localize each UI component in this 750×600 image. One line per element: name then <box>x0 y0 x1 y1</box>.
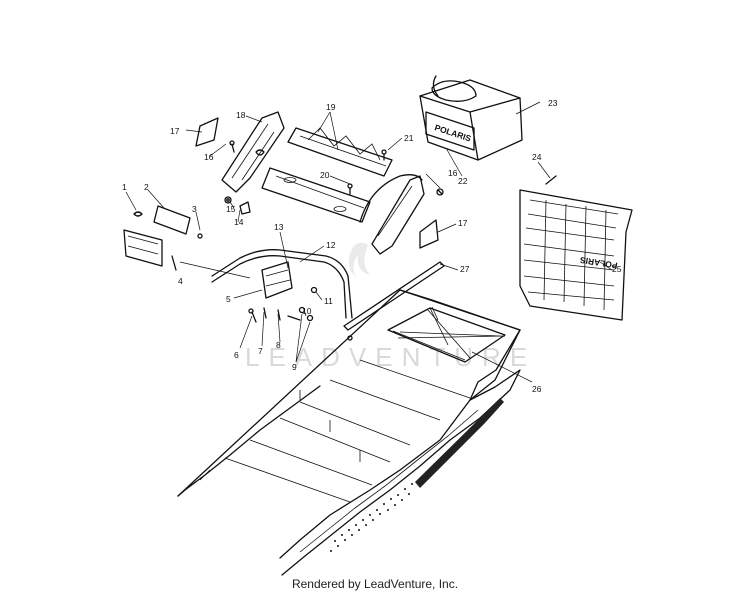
callout-10: 10 <box>302 306 312 316</box>
callout-22: 22 <box>458 176 468 186</box>
watermark-text: LEADVENTURE <box>245 342 536 372</box>
callout-16-left: 16 <box>204 152 214 162</box>
callout-16-right: 16 <box>448 168 458 178</box>
decal-right-part[interactable] <box>419 219 439 249</box>
hardware-fasteners[interactable] <box>224 140 557 341</box>
callout-18: 18 <box>236 110 246 120</box>
callout-17-right: 17 <box>458 218 468 228</box>
callout-25: 25 <box>612 264 622 274</box>
callout-6: 6 <box>234 350 239 360</box>
snow-flap-part[interactable]: POLARIS <box>519 189 633 321</box>
callout-8: 8 <box>276 340 281 350</box>
side-panel-right-part[interactable] <box>359 174 425 255</box>
callout-12: 12 <box>326 240 336 250</box>
callout-20: 20 <box>320 170 330 180</box>
rear-bumper-part[interactable] <box>211 249 353 319</box>
decal-left-part[interactable] <box>195 117 219 147</box>
callout-15: 15 <box>226 204 236 214</box>
callout-1: 1 <box>122 182 127 192</box>
callout-27: 27 <box>460 264 470 274</box>
rail-rod-part[interactable] <box>343 261 445 331</box>
tunnel-part[interactable] <box>177 289 521 576</box>
callout-13: 13 <box>274 222 284 232</box>
callout-11: 11 <box>324 296 333 306</box>
callout-19: 19 <box>326 102 336 112</box>
callout-23: 23 <box>548 98 558 108</box>
callout-24: 24 <box>532 152 542 162</box>
lower-bracket-part[interactable] <box>261 167 371 223</box>
callout-26: 26 <box>532 384 542 394</box>
callout-17-left: 17 <box>170 126 180 136</box>
callout-7: 7 <box>258 346 263 356</box>
side-panel-left-part[interactable] <box>221 111 285 193</box>
callout-9: 9 <box>292 362 297 372</box>
taillight-part[interactable] <box>261 261 293 299</box>
callout-4: 4 <box>178 276 183 286</box>
footer-credit: Rendered by LeadVenture, Inc. <box>291 577 459 591</box>
leader-lines <box>125 101 613 383</box>
callout-labels: 1 2 3 4 5 6 7 8 9 10 11 12 13 14 15 16 1… <box>122 98 622 394</box>
callout-21: 21 <box>404 133 414 143</box>
fuel-tank-part[interactable]: POLARIS <box>419 75 523 161</box>
bracket-plate-part[interactable] <box>287 127 393 177</box>
watermark-logo <box>348 242 370 277</box>
callout-5: 5 <box>226 294 231 304</box>
callout-2: 2 <box>144 182 149 192</box>
callout-14: 14 <box>234 217 244 227</box>
small-taillight-part[interactable] <box>123 205 203 271</box>
callout-3: 3 <box>192 204 197 214</box>
